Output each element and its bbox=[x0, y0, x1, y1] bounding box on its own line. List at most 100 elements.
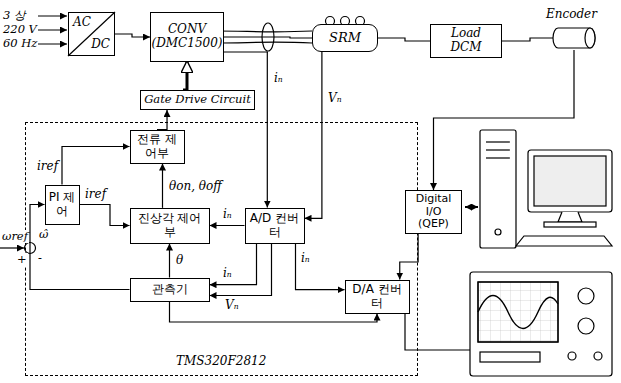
signal-connector bbox=[169, 244, 170, 278]
signal-label: iₙ bbox=[222, 208, 233, 221]
scope-lead bbox=[405, 312, 470, 350]
advance-angle-box: 진상각 제어부 bbox=[130, 208, 210, 244]
signal-label: θon, θoff bbox=[168, 180, 223, 193]
computer-illustration-part bbox=[544, 222, 596, 227]
computer-illustration-part bbox=[486, 157, 510, 158]
speed-estimate-label: ω̂ bbox=[38, 228, 49, 241]
dsp-region: 전류 제어부 PI 제어진상각 제어부 A/D 컨버터관측기 D/A 컨버터 TMS32… bbox=[25, 122, 418, 376]
oscilloscope-illustration-part bbox=[478, 282, 558, 342]
computer-illustration-part bbox=[516, 236, 612, 246]
signal-connector bbox=[80, 205, 130, 226]
signal-connector bbox=[224, 52, 268, 208]
computer-illustration-part bbox=[486, 149, 510, 150]
encoder-body bbox=[553, 28, 595, 48]
node-text: Encoder bbox=[546, 8, 597, 22]
node-text: Digital I/O (QEP) bbox=[409, 193, 458, 231]
node-text: TMS320F2812 bbox=[176, 355, 266, 369]
supply-phase-label: 3 상 bbox=[2, 9, 27, 22]
input-arrows bbox=[38, 16, 67, 44]
oscilloscope-illustration-part bbox=[568, 352, 576, 360]
signal-label: iref bbox=[36, 160, 59, 173]
oscilloscope-illustration-part bbox=[478, 282, 558, 342]
signal-connector bbox=[434, 50, 575, 190]
digital-io-box: Digital I/O (QEP) bbox=[405, 190, 462, 234]
signal-connector bbox=[157, 110, 167, 130]
input-arrows-part bbox=[38, 30, 67, 31]
load-motor-box: Load DCM bbox=[430, 24, 502, 58]
oscilloscope-illustration-part bbox=[478, 296, 558, 329]
signal-connector bbox=[210, 225, 245, 226]
current-controller-box: 전류 제어부 bbox=[130, 130, 185, 164]
pc-link-arrow bbox=[465, 206, 478, 208]
oscilloscope-illustration-part bbox=[480, 352, 540, 362]
computer-illustration bbox=[480, 130, 612, 248]
oscilloscope-illustration-part bbox=[578, 318, 594, 334]
signal-connector bbox=[296, 244, 345, 290]
signal-connector bbox=[378, 38, 430, 41]
computer-illustration-part bbox=[528, 150, 612, 212]
encoder-face bbox=[585, 28, 595, 48]
signal-connector bbox=[62, 147, 130, 185]
summing-junction-part bbox=[0, 247, 24, 248]
three-phase-wires-part bbox=[216, 42, 312, 44]
computer-illustration-part bbox=[486, 141, 510, 142]
signal-label: iₙ bbox=[273, 72, 284, 85]
speed-reference-label: ωref bbox=[1, 230, 29, 243]
node-text: D/A 컨버터 bbox=[349, 283, 406, 311]
signal-connector bbox=[162, 164, 163, 208]
motor-box: SRM bbox=[312, 24, 378, 52]
adc-box: A/D 컨버터 bbox=[245, 208, 305, 244]
encoder-outline bbox=[552, 26, 596, 50]
node-text: 관측기 bbox=[152, 283, 188, 297]
rectifier-slash bbox=[68, 12, 115, 56]
converter-box: ACDC bbox=[68, 12, 115, 56]
node-text: CONV bbox=[168, 23, 206, 37]
connector-layer bbox=[30, 34, 574, 322]
signal-connector bbox=[224, 37, 312, 38]
input-arrows-part bbox=[38, 16, 67, 17]
signal-label: iₙ bbox=[222, 267, 233, 280]
signal-connector bbox=[183, 62, 187, 90]
plus-sign: + bbox=[16, 253, 28, 266]
observer-box: 관측기 bbox=[130, 278, 210, 302]
signal-connector bbox=[115, 34, 150, 37]
signal-connector bbox=[210, 244, 272, 296]
signal-label: iref bbox=[84, 188, 107, 201]
inverter-box: CONV(DMC1500) bbox=[150, 12, 224, 62]
oscilloscope-illustration-part bbox=[594, 352, 602, 360]
node-text: Load DCM bbox=[434, 27, 498, 55]
pc-link-arrow-part bbox=[465, 206, 478, 208]
supply-frequency-label: 60 Hz bbox=[2, 37, 38, 50]
encoder-shaft bbox=[552, 37, 553, 38]
node-text: (DMC1500) bbox=[152, 37, 223, 51]
three-phase-wires-part bbox=[216, 30, 312, 32]
gate-driver-box: Gate Drive Circuit bbox=[140, 90, 255, 110]
node-text: 전류 제어부 bbox=[134, 133, 181, 161]
three-phase-wires bbox=[216, 23, 312, 51]
node-text: AC bbox=[73, 16, 91, 30]
computer-illustration-part bbox=[534, 156, 606, 206]
supply-voltage-label: 220 V bbox=[2, 23, 38, 36]
signal-label: iₙ bbox=[300, 252, 311, 265]
node-text: A/D 컨버터 bbox=[249, 212, 301, 240]
node-text: SRM bbox=[329, 31, 361, 46]
minus-sign: - bbox=[37, 252, 43, 265]
signal-connector bbox=[400, 234, 418, 280]
signal-connector bbox=[502, 38, 552, 41]
pi-controller-box: PI 제어 bbox=[45, 185, 80, 225]
oscilloscope-illustration-part bbox=[578, 288, 594, 304]
signal-label: Vₙ bbox=[327, 92, 343, 105]
node-text: 진상각 제어부 bbox=[134, 212, 206, 240]
computer-illustration-part bbox=[495, 229, 501, 235]
oscilloscope-illustration-part bbox=[470, 272, 612, 376]
input-arrows-part bbox=[38, 44, 67, 45]
signal-connector bbox=[305, 52, 322, 218]
encoder-shape: Encoder bbox=[552, 26, 596, 50]
signal-label: θ bbox=[175, 254, 184, 267]
oscilloscope-illustration bbox=[470, 272, 612, 376]
node-text: PI 제어 bbox=[49, 191, 76, 219]
signal-label: Vₙ bbox=[224, 299, 240, 312]
computer-illustration-part bbox=[558, 212, 582, 222]
dac-box: D/A 컨버터 bbox=[345, 280, 410, 314]
